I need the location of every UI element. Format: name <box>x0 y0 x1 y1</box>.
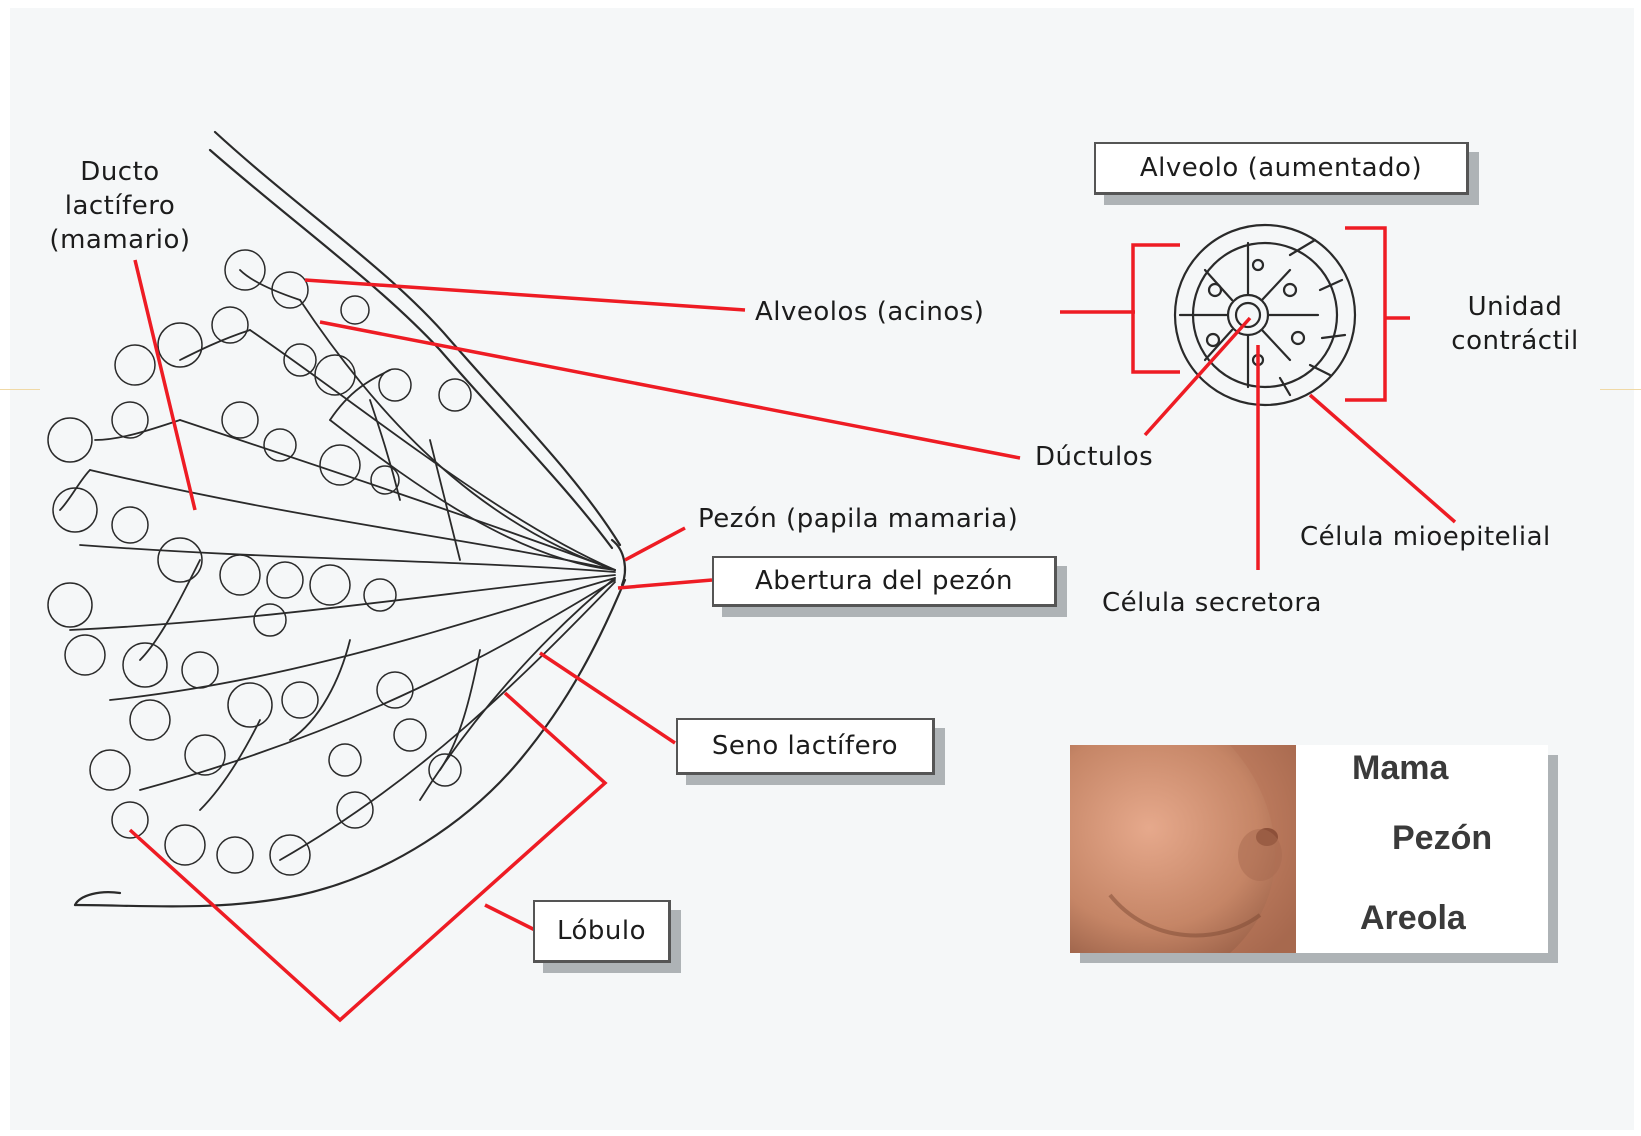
label-unidad-line2: contráctil <box>1420 324 1610 358</box>
label-pezon-papila: Pezón (papila mamaria) <box>698 502 1018 536</box>
lobule-clusters <box>48 250 471 875</box>
box-seno: Seno lactífero <box>676 718 935 775</box>
label-ducto: Ducto lactífero (mamario) <box>30 155 210 257</box>
box-lobulo: Lóbulo <box>533 900 671 963</box>
box-abertura: Abertura del pezón <box>712 556 1057 607</box>
photo-label-areola: Areola <box>1360 898 1466 938</box>
photo-label-mama: Mama <box>1352 748 1448 788</box>
breast-outline-upper-2 <box>210 150 612 548</box>
label-celula-mioepitelial: Célula mioepitelial <box>1300 520 1551 554</box>
duct-tree <box>60 270 615 860</box>
breast-outline-lower <box>75 580 625 906</box>
leader-lobulo <box>485 905 535 930</box>
breast-outline-lower-2 <box>75 892 120 905</box>
label-ducto-line3: (mamario) <box>30 223 210 257</box>
leader-seno <box>540 653 675 743</box>
leader-alveolos-1 <box>305 280 745 310</box>
leader-alveolos-2 <box>320 322 1020 458</box>
alveolus-enlarged <box>1175 225 1355 405</box>
leader-pezon <box>625 528 685 560</box>
label-celula-secretora: Célula secretora <box>1102 586 1322 620</box>
leader-celula-mioepitelial <box>1310 395 1455 522</box>
box-alveolo-title: Alveolo (aumentado) <box>1094 142 1469 195</box>
leader-ducto <box>135 260 195 510</box>
label-unidad-line1: Unidad <box>1420 290 1610 324</box>
bracket-alveolos <box>1133 245 1180 372</box>
photo-label-pezon: Pezón <box>1392 818 1492 858</box>
leader-abertura <box>618 580 712 588</box>
leader-ductulos <box>1145 318 1250 435</box>
label-alveolos: Alveolos (acinos) <box>755 295 984 329</box>
label-ducto-line2: lactífero <box>30 189 210 223</box>
bracket-unidad <box>1345 228 1385 400</box>
breast-photo <box>1070 745 1296 953</box>
label-unidad: Unidad contráctil <box>1420 290 1610 358</box>
label-ducto-line1: Ducto <box>30 155 210 189</box>
label-ductulos: Dúctulos <box>1035 440 1153 474</box>
